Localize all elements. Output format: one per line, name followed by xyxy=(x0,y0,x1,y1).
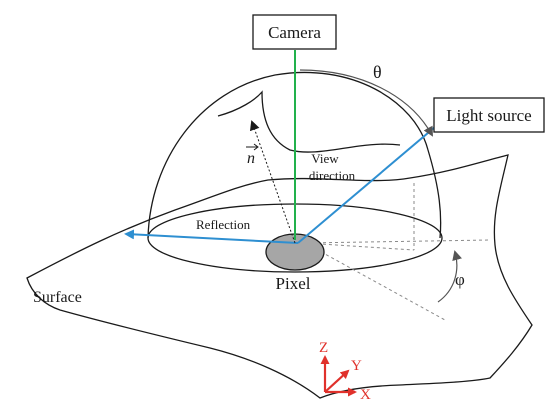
reflection-ray xyxy=(124,229,299,244)
y-axis-label: Y xyxy=(351,358,362,374)
light-ray xyxy=(297,115,449,244)
surface-label: Surface xyxy=(33,289,82,306)
z-axis-label: Z xyxy=(319,340,328,356)
light-source-box xyxy=(433,97,545,133)
theta-symbol: θ xyxy=(373,62,382,82)
dome-fold xyxy=(217,90,401,153)
phi-symbol: φ xyxy=(455,270,465,289)
normal-vector-overline-head xyxy=(253,143,259,151)
view-direction-label-line2: direction xyxy=(309,168,356,183)
normal-vector-arrow xyxy=(249,120,296,244)
dashed-reference-diagonal xyxy=(304,242,446,321)
normal-vector-symbol: n xyxy=(247,150,255,167)
y-axis xyxy=(324,369,350,393)
hemisphere-dome xyxy=(147,71,442,239)
phi-arc xyxy=(437,250,462,303)
theta-arc xyxy=(299,69,433,137)
light-projection-base xyxy=(304,242,415,251)
pixel-label: Pixel xyxy=(276,274,311,293)
view-direction-label-line1: View xyxy=(311,151,339,166)
light-source-label: Light source xyxy=(446,106,531,125)
surface-outline xyxy=(26,154,533,399)
camera-label: Camera xyxy=(268,23,321,42)
camera-box xyxy=(252,14,337,50)
reflection-label: Reflection xyxy=(196,217,251,232)
x-axis-label: X xyxy=(360,387,371,403)
dashed-reference-horizontal xyxy=(304,239,491,244)
